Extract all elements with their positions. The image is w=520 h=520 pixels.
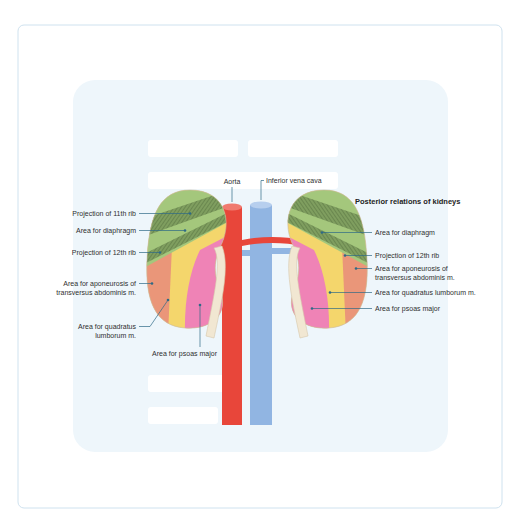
part-label: Aorta [212,177,252,186]
part-label: Area for diaphragm [76,226,136,235]
part-label: Projection of 12th rib [72,248,136,257]
part-label: Inferior vena cava [266,176,322,185]
part-label: Area for aponeurosis of transversus abdo… [44,279,136,297]
part-label: Area for psoas major [152,349,217,358]
part-label: Projection of 11th rib [72,209,136,218]
part-label: Area for aponeurosis of transversus abdo… [375,264,475,282]
part-label: Area for psoas major [375,304,440,313]
part-label: Projection of 12th rib [375,251,439,260]
part-label: Area for quadratus lumborum m. [72,322,136,340]
part-label: Area for quadratus lumborum m. [375,288,476,297]
diagram-title: Posterior relations of kidneys [355,197,460,206]
part-label: Area for diaphragm [375,228,435,237]
